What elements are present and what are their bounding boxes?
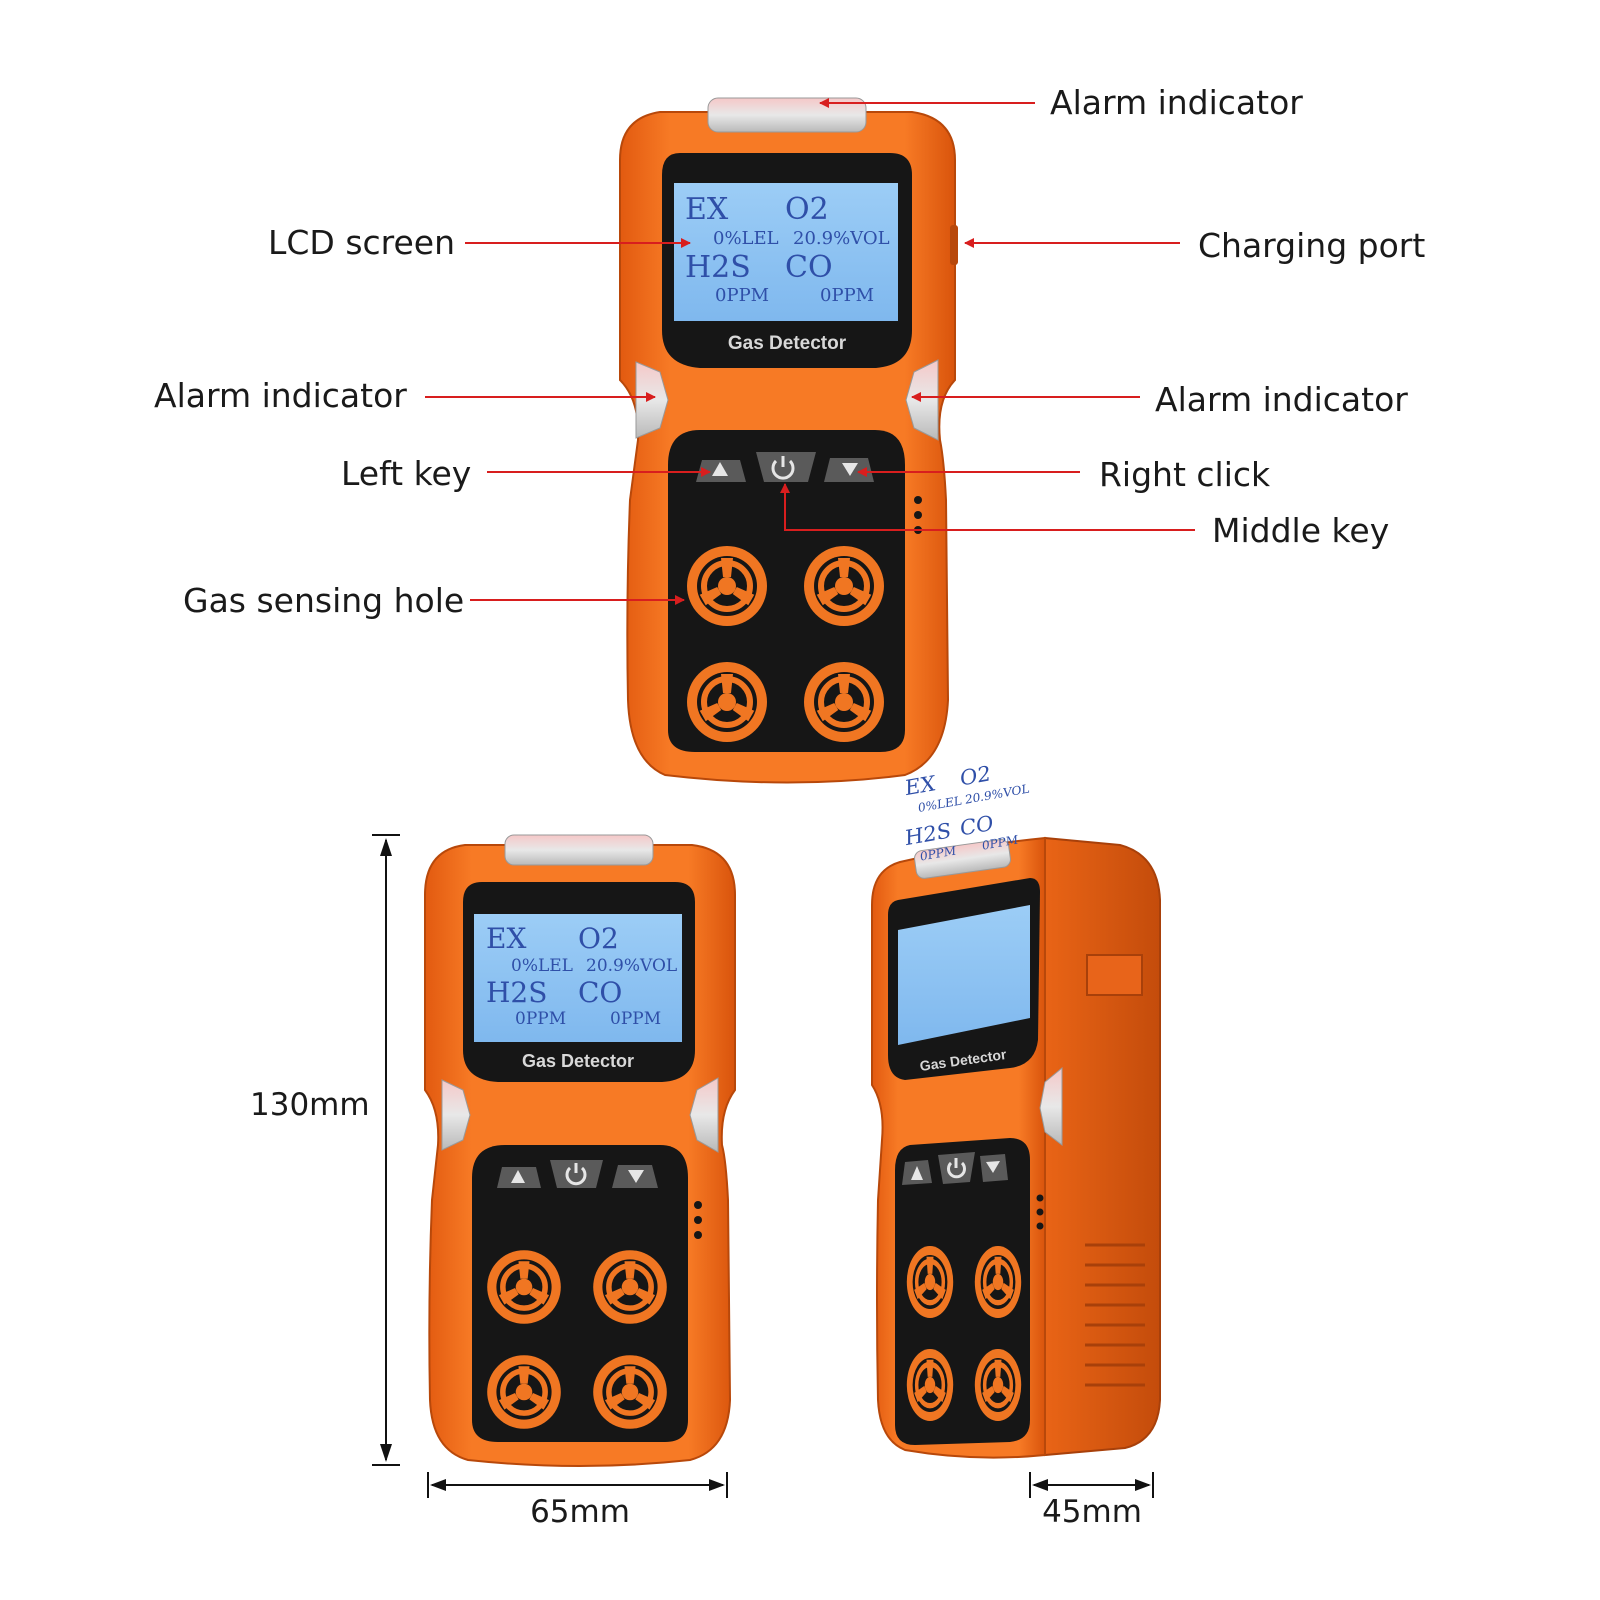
lcd-h2s-value: 0PPM <box>515 1009 566 1029</box>
lcd-o2-value: 20.9%VOL <box>586 956 677 976</box>
main-detector: EX O2 0%LEL 20.9%VOL H2S CO 0PPM 0PPM Ga… <box>619 97 958 784</box>
lcd-co-value: 0PPM <box>982 833 1018 853</box>
indicator-dots <box>1036 1194 1044 1230</box>
gas-sensing-hole <box>804 662 884 742</box>
up-arrow-icon <box>712 462 728 476</box>
right-key[interactable] <box>824 458 874 482</box>
callout-middle-key: Middle key <box>1212 511 1389 550</box>
callout-sensing-hole: Gas sensing hole <box>183 581 464 620</box>
right-key[interactable] <box>980 1154 1008 1182</box>
down-arrow-icon <box>986 1161 1000 1173</box>
callout-right-click: Right click <box>1099 455 1271 494</box>
middle-key[interactable] <box>756 452 816 482</box>
charging-port <box>950 225 958 265</box>
gas-sensing-hole <box>487 1250 561 1324</box>
lcd-screen <box>474 914 682 1042</box>
lcd-h2s-value: 0PPM <box>920 844 956 864</box>
lcd-co: CO <box>960 810 993 841</box>
callout-charging: Charging port <box>1198 226 1425 265</box>
indicator-dots <box>914 496 922 534</box>
lcd-ex: EX <box>685 192 729 227</box>
width-label: 65mm <box>530 1494 630 1530</box>
lcd-co: CO <box>785 250 833 285</box>
side-view-detector: EX O2 0%LEL 20.9%VOL H2S CO 0PPM 0PPM Ga… <box>871 760 1161 1459</box>
callout-line <box>780 483 1195 531</box>
up-arrow-icon <box>911 1166 923 1180</box>
detector-side <box>1044 836 1161 1457</box>
gas-sensing-hole <box>593 1355 667 1429</box>
middle-key[interactable] <box>938 1152 975 1184</box>
right-key[interactable] <box>612 1165 658 1188</box>
side-clip <box>1086 954 1143 996</box>
lcd-o2-value: 20.9%VOL <box>793 228 890 249</box>
callout-left-key: Left key <box>341 454 471 493</box>
lcd-screen <box>674 183 898 321</box>
side-vents <box>1085 1243 1145 1387</box>
left-key[interactable] <box>902 1160 932 1185</box>
front-view-detector: EX O2 0%LEL 20.9%VOL H2S CO 0PPM 0PPM Ga… <box>424 834 736 1467</box>
right-alarm-led <box>1039 1066 1063 1147</box>
gas-sensing-hole <box>593 1250 667 1324</box>
lcd-co: CO <box>578 976 622 1009</box>
lcd-o2: O2 <box>785 192 829 227</box>
lcd-h2s-value: 0PPM <box>715 285 769 306</box>
lcd-o2: O2 <box>578 922 619 955</box>
lcd-co-value: 0PPM <box>610 1009 661 1029</box>
top-alarm-led <box>504 834 654 866</box>
callout-alarm-right: Alarm indicator <box>1155 380 1408 419</box>
gas-sensing-hole <box>907 1349 953 1421</box>
lcd-ex: EX <box>905 770 935 800</box>
up-arrow-icon <box>511 1170 525 1183</box>
right-alarm-led <box>905 359 939 441</box>
device-label: Gas Detector <box>522 1051 634 1071</box>
left-alarm-led <box>441 1079 471 1151</box>
lcd-h2s: H2S <box>486 976 547 1009</box>
callout-alarm-left: Alarm indicator <box>154 376 407 415</box>
height-label: 130mm <box>250 1087 370 1123</box>
dimension-depth: 45mm <box>1029 1472 1154 1530</box>
dimension-width: 65mm <box>427 1472 728 1530</box>
callout-alarm-top: Alarm indicator <box>1050 83 1303 122</box>
gas-sensing-hole <box>907 1246 953 1318</box>
indicator-dots <box>694 1201 702 1239</box>
gas-sensing-hole <box>687 662 767 742</box>
right-alarm-led <box>689 1077 719 1153</box>
gas-sensing-hole <box>975 1349 1021 1421</box>
lcd-screen <box>898 905 1030 1045</box>
dimension-height: 130mm <box>250 834 400 1466</box>
lcd-ex-value: 0%LEL <box>511 956 573 976</box>
left-key[interactable] <box>497 1167 541 1188</box>
power-icon <box>771 456 795 480</box>
device-label: Gas Detector <box>728 333 847 354</box>
top-alarm-led <box>914 838 1011 879</box>
lcd-ex: EX <box>486 922 526 955</box>
power-icon <box>565 1163 587 1186</box>
down-arrow-icon <box>842 463 858 476</box>
gas-sensing-hole <box>487 1355 561 1429</box>
lcd-co-value: 0PPM <box>820 285 874 306</box>
middle-key[interactable] <box>550 1160 603 1188</box>
callouts: Alarm indicator LCD screen Charging port… <box>154 83 1425 620</box>
power-icon <box>947 1158 966 1179</box>
lcd-ex-value: 0%LEL <box>713 228 779 249</box>
depth-label: 45mm <box>1042 1494 1142 1530</box>
callout-lcd: LCD screen <box>268 223 455 262</box>
down-arrow-icon <box>628 1170 644 1183</box>
gas-sensing-hole <box>804 546 884 626</box>
lcd-h2s: H2S <box>685 250 751 285</box>
gas-sensing-hole <box>975 1246 1021 1318</box>
side-lcd-content: EX O2 0%LEL 20.9%VOL H2S CO 0PPM 0PPM <box>905 760 1029 864</box>
gas-sensing-hole <box>687 546 767 626</box>
lcd-o2: O2 <box>960 760 991 790</box>
